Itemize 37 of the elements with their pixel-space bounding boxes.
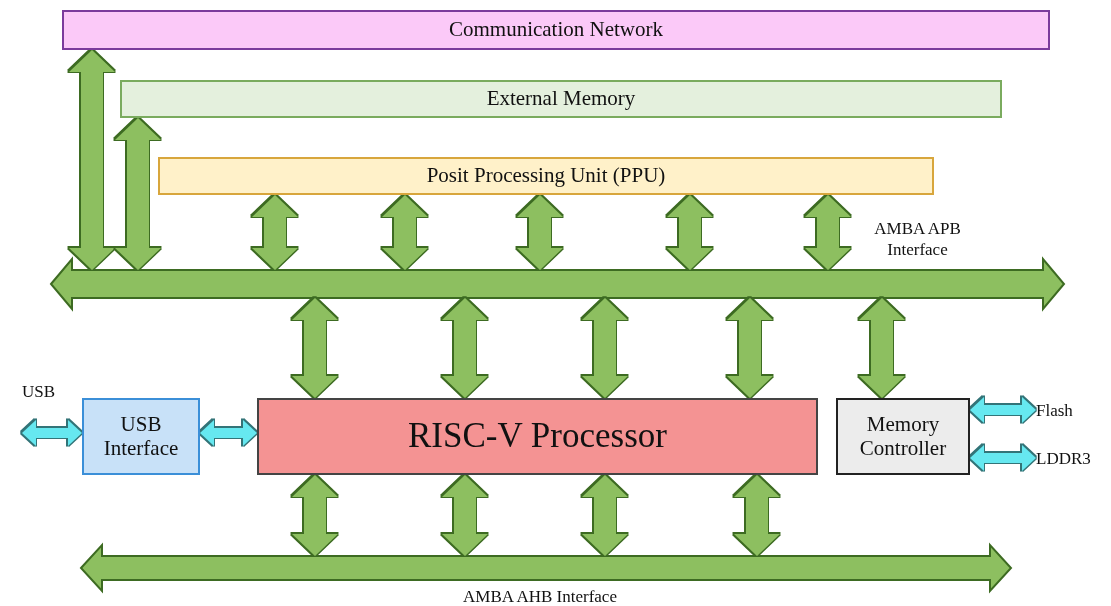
double-arrow <box>727 298 773 398</box>
module-label: RISC-V Processor <box>408 417 667 456</box>
module-label: USB Interface <box>102 413 180 460</box>
module-box <box>836 398 970 475</box>
module-label: External Memory <box>486 87 636 111</box>
bus-label: AMBA APB Interface <box>873 218 962 261</box>
double-arrow <box>517 195 563 270</box>
double-arrow <box>734 475 780 556</box>
double-arrow <box>582 298 628 398</box>
double-arrow <box>22 420 82 446</box>
double-arrow <box>582 475 628 556</box>
module-box <box>62 10 1050 50</box>
module-box <box>120 80 1002 118</box>
module-box <box>257 398 818 475</box>
double-arrow <box>292 475 338 556</box>
double-arrow <box>805 195 851 270</box>
double-arrow <box>382 195 428 270</box>
module-box <box>82 398 200 475</box>
double-arrow <box>667 195 713 270</box>
port-label: Flash <box>1036 402 1073 419</box>
double-arrow <box>115 118 161 270</box>
double-arrow <box>292 298 338 398</box>
bus-label: AMBA AHB Interface <box>462 586 618 606</box>
port-label: LDDR3 <box>1036 450 1091 467</box>
module-label: Communication Network <box>448 18 664 42</box>
double-arrow <box>200 420 257 446</box>
module-box <box>158 157 934 195</box>
double-arrow <box>69 50 115 270</box>
double-arrow <box>442 475 488 556</box>
port-label: USB <box>22 383 56 400</box>
double-arrow <box>252 195 298 270</box>
double-arrow <box>859 298 905 398</box>
double-arrow <box>442 298 488 398</box>
module-label: Posit Processing Unit (PPU) <box>426 164 666 188</box>
double-arrow <box>970 445 1036 471</box>
module-label: Memory Controller <box>858 413 948 460</box>
double-arrow <box>970 397 1036 423</box>
